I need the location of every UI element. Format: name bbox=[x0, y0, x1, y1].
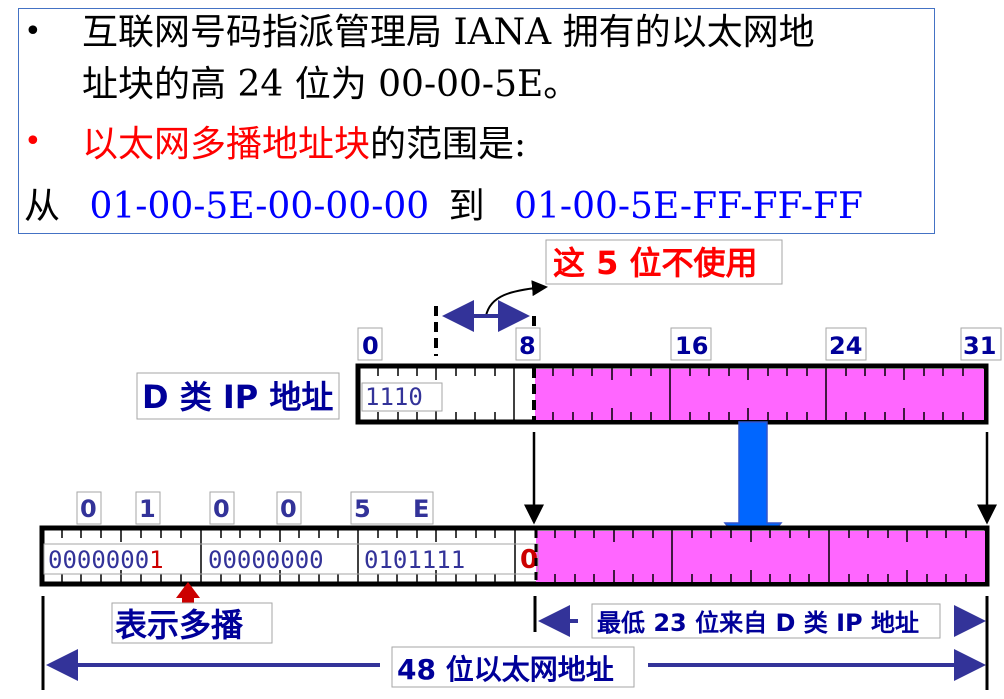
multicast-block-highlight: 以太网多播地址块 bbox=[82, 124, 371, 165]
class-d-address-bar: 1110 bbox=[355, 363, 989, 425]
byte3-last-bit: 0 bbox=[520, 545, 538, 575]
unused-bits-callout: 这 5 位不使用 bbox=[485, 239, 783, 317]
bullet-red: • bbox=[24, 124, 42, 159]
multicast-indicator: 表示多播 bbox=[111, 582, 273, 644]
svg-text:24: 24 bbox=[829, 332, 862, 360]
byte1-bits: 00000001 bbox=[48, 546, 164, 574]
range-to-value: 01-00-5E-FF-FF-FF bbox=[514, 186, 864, 227]
svg-text:1: 1 bbox=[139, 495, 156, 523]
total-48-span: 48 位以太网地址 bbox=[41, 596, 986, 690]
bullet1-line1: 互联网号码指派管理局 IANA 拥有的以太网地 bbox=[82, 12, 815, 53]
explanation-text-box bbox=[18, 8, 935, 234]
svg-text:D 类 IP 地址: D 类 IP 地址 bbox=[142, 378, 333, 416]
svg-text:0: 0 bbox=[80, 495, 97, 523]
ethernet-address-bar: 00000001 00000000 0101111 0 bbox=[39, 525, 990, 587]
range-line: 从 01-00-5E-00-00-00 到 01-00-5E-FF-FF-FF bbox=[24, 186, 863, 228]
low23-span: 最低 23 位来自 D 类 IP 地址 bbox=[533, 596, 989, 690]
svg-text:48 位以太网地址: 48 位以太网地址 bbox=[397, 653, 614, 686]
mapping-arrows bbox=[524, 421, 997, 559]
bullet2-line: 以太网多播地址块的范围是: bbox=[82, 124, 526, 166]
class-d-prefix-bits: 1110 bbox=[365, 383, 423, 411]
svg-text:最低 23 位来自 D 类 IP 地址: 最低 23 位来自 D 类 IP 地址 bbox=[597, 609, 919, 637]
range-from-label: 从 bbox=[24, 186, 61, 227]
svg-text:0: 0 bbox=[213, 495, 230, 523]
svg-text:0: 0 bbox=[362, 332, 379, 360]
class-d-label: D 类 IP 地址 bbox=[136, 372, 340, 420]
svg-text:8: 8 bbox=[519, 332, 536, 360]
bullet-black: • bbox=[24, 14, 42, 49]
svg-text:31: 31 bbox=[963, 332, 996, 360]
bit-position-labels: 0 8 16 24 31 bbox=[357, 327, 1002, 361]
range-from-value: 01-00-5E-00-00-00 bbox=[89, 186, 430, 227]
red-up-arrow-icon bbox=[176, 582, 200, 609]
svg-text:5: 5 bbox=[354, 495, 371, 523]
range-to-label: 到 bbox=[448, 186, 485, 227]
callout-curved-arrow-icon bbox=[485, 280, 548, 317]
svg-text:E: E bbox=[413, 495, 429, 523]
svg-text:0: 0 bbox=[280, 495, 297, 523]
hex-labels: 0 1 0 0 5 E bbox=[76, 491, 434, 525]
svg-text:16: 16 bbox=[675, 332, 708, 360]
byte3-bits: 0101111 bbox=[364, 546, 465, 574]
svg-text:表示多播: 表示多播 bbox=[115, 606, 244, 644]
multicast-bit: 1 bbox=[149, 546, 163, 574]
bullet2-rest: 的范围是: bbox=[370, 124, 527, 165]
byte2-bits: 00000000 bbox=[208, 546, 324, 574]
unused-bits-label: 这 5 位不使用 bbox=[553, 244, 758, 282]
bullet1-line2: 址块的高 24 位为 00-00-5E。 bbox=[82, 64, 580, 105]
